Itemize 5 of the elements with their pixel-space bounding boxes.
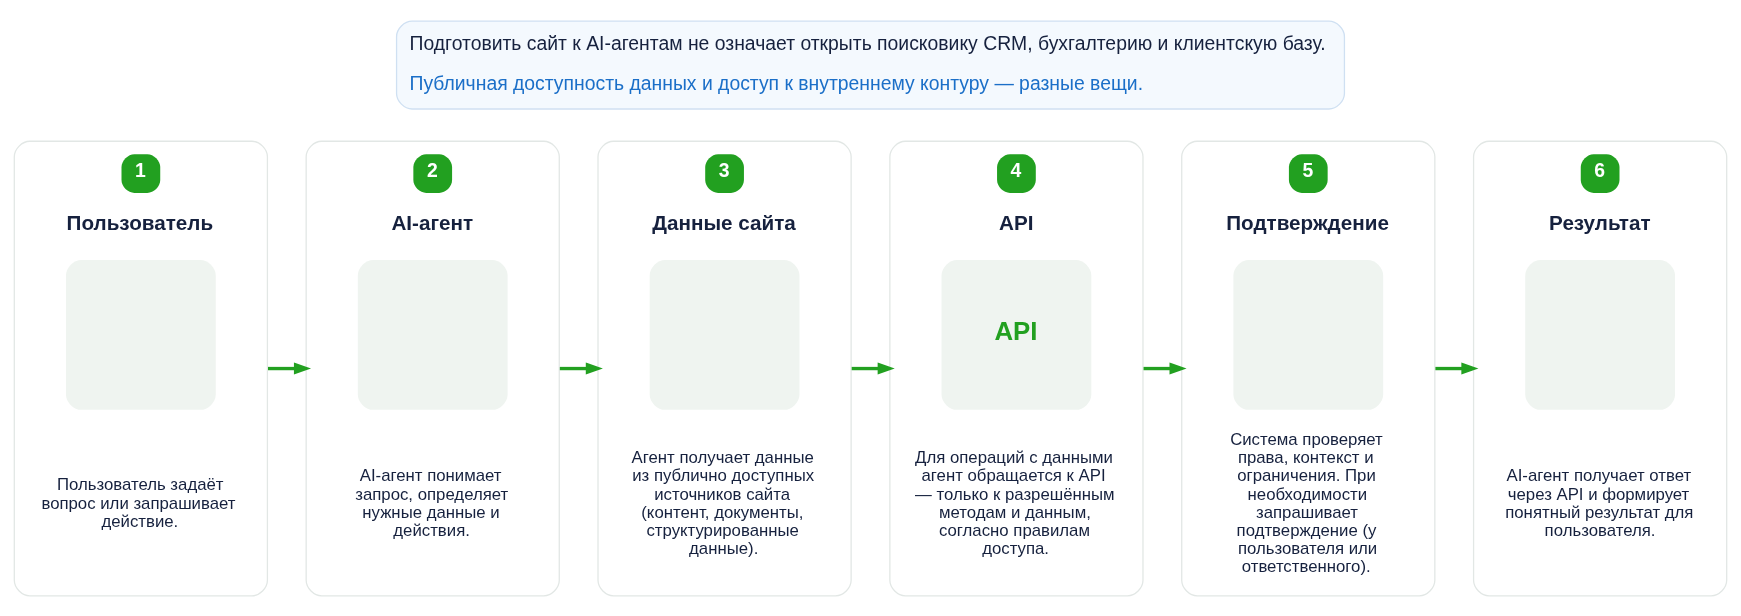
arrow: [851, 362, 895, 375]
arrow: [559, 362, 603, 375]
arrow: [1435, 362, 1479, 375]
arrow: [1143, 362, 1187, 375]
arrow: [268, 362, 311, 375]
